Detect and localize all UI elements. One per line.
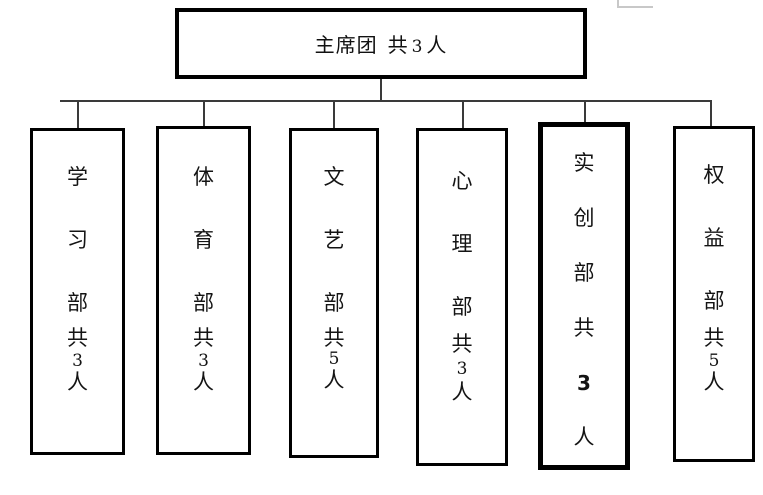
connector-horizontal-bus — [60, 100, 711, 102]
connector-drop-6 — [710, 100, 712, 126]
node-root-name: 主席团 — [314, 33, 378, 57]
node-dept-quanyi-label: 权 益 部 共 5 人 — [704, 165, 725, 393]
dept-char: 人 — [451, 380, 473, 404]
dept-char: 益 — [703, 226, 725, 250]
dept-char: 共 — [323, 326, 345, 350]
dept-char: 体 — [193, 165, 214, 189]
dept-char: 权 — [703, 163, 725, 187]
dept-char: 文 — [323, 165, 345, 189]
dept-char-count: 3 — [198, 351, 209, 371]
node-dept-wenyi[interactable]: 文 艺 部 共 5 人 — [289, 128, 379, 458]
dept-char-count: 3 — [72, 351, 83, 371]
dept-char: 人 — [703, 370, 725, 394]
dept-char-count: 3 — [456, 359, 468, 379]
dept-char: 部 — [323, 291, 345, 315]
connector-drop-4 — [462, 100, 464, 128]
node-dept-xuexi-label: 学 习 部 共 3 人 — [67, 167, 88, 393]
dept-char-count: 5 — [328, 349, 340, 369]
node-dept-quanyi[interactable]: 权 益 部 共 5 人 — [673, 126, 755, 462]
dept-char: 部 — [451, 295, 473, 319]
dept-char: 共 — [67, 326, 88, 350]
dept-char-count: 5 — [708, 351, 720, 371]
connector-drop-5 — [584, 100, 586, 122]
dept-char: 部 — [573, 261, 595, 285]
node-dept-xinli[interactable]: 心 理 部 共 3 人 — [416, 128, 508, 466]
dept-char: 创 — [573, 206, 595, 230]
dept-char: 共 — [193, 326, 214, 350]
dept-char: 共 — [451, 332, 473, 356]
dept-char: 心 — [451, 169, 473, 193]
dept-char: 部 — [703, 289, 725, 313]
dept-char: 实 — [573, 151, 595, 175]
dept-char: 共 — [573, 316, 595, 340]
dept-char: 艺 — [323, 228, 345, 252]
dept-char: 学 — [67, 165, 88, 189]
corner-mark-artifact — [617, 0, 653, 8]
node-dept-tiyu[interactable]: 体 育 部 共 3 人 — [156, 126, 251, 455]
dept-char: 部 — [67, 291, 88, 315]
node-dept-xinli-label: 心 理 部 共 3 人 — [452, 171, 473, 403]
dept-char: 人 — [67, 370, 88, 394]
node-dept-shichuang-label: 实 创 部 共 3 人 — [574, 153, 595, 448]
dept-char: 理 — [451, 232, 473, 256]
connector-drop-2 — [203, 100, 205, 126]
node-dept-wenyi-label: 文 艺 部 共 5 人 — [324, 167, 345, 391]
connector-drop-1 — [77, 100, 79, 128]
connector-root-stem — [380, 79, 382, 102]
node-dept-tiyu-label: 体 育 部 共 3 人 — [193, 167, 214, 393]
node-root-count-prefix: 共 — [387, 33, 409, 57]
node-root-count: 3 — [411, 37, 424, 57]
dept-char: 育 — [193, 228, 214, 252]
dept-char: 部 — [193, 291, 214, 315]
dept-char: 人 — [573, 425, 595, 449]
dept-char: 习 — [67, 228, 88, 252]
dept-char: 人 — [193, 370, 214, 394]
node-dept-xuexi[interactable]: 学 习 部 共 3 人 — [30, 128, 125, 455]
dept-char-count: 3 — [577, 371, 591, 395]
connector-drop-3 — [333, 100, 335, 128]
node-dept-shichuang[interactable]: 实 创 部 共 3 人 — [538, 122, 630, 470]
dept-char: 人 — [323, 368, 345, 392]
dept-char: 共 — [703, 326, 725, 350]
node-root-count-unit: 人 — [426, 33, 448, 57]
